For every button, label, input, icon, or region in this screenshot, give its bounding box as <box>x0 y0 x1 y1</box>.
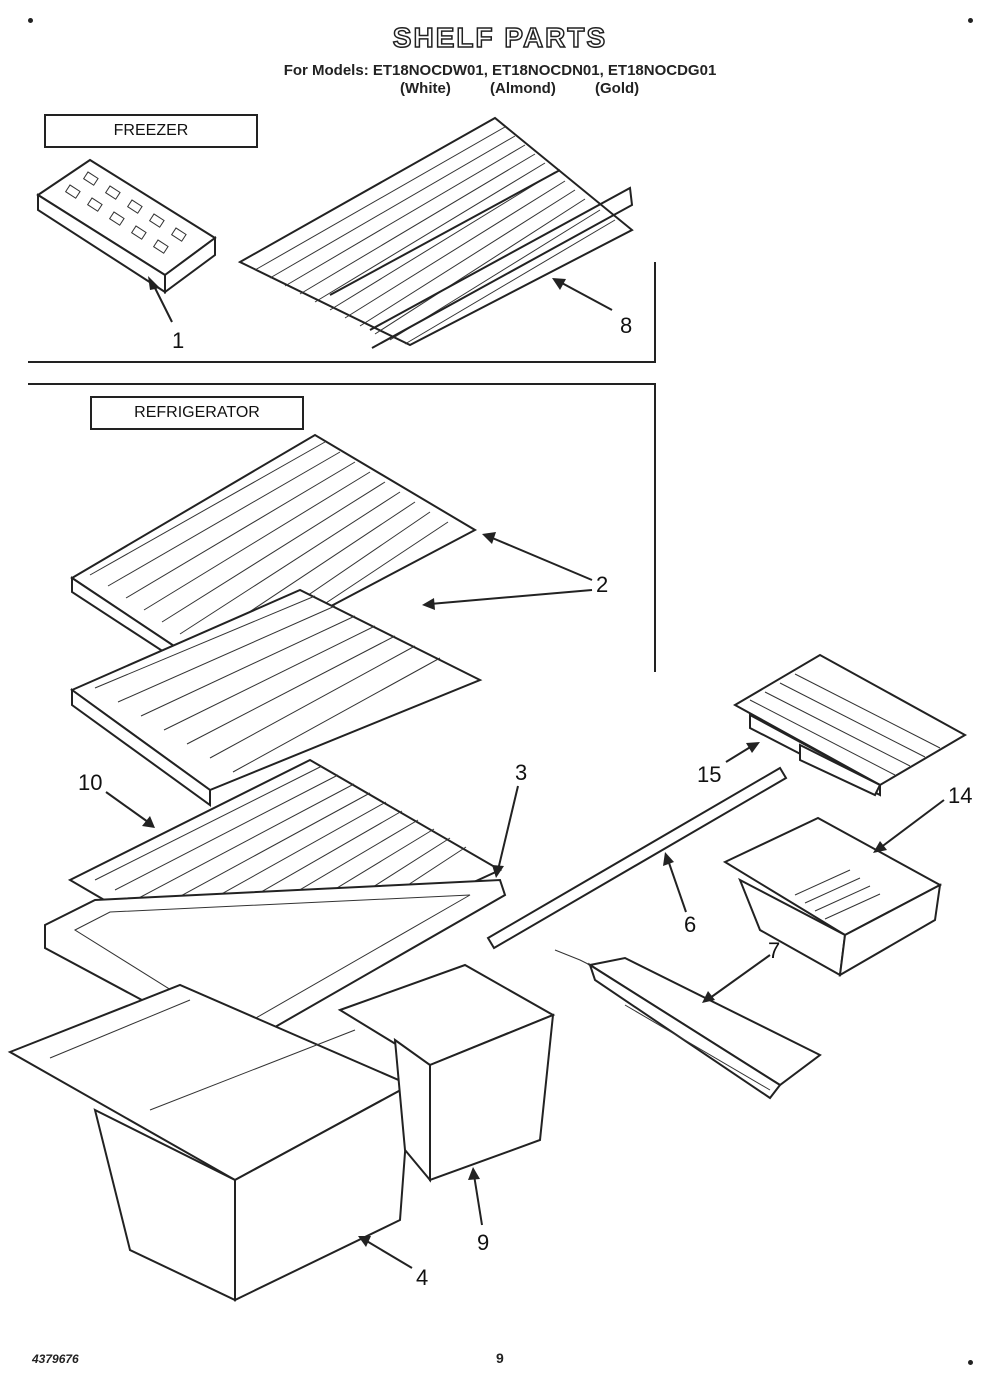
part-14-deli-drawer <box>722 816 943 977</box>
callout-10: 10 <box>78 770 103 795</box>
page-title: SHELF PARTS <box>392 21 608 54</box>
corner-mark <box>968 18 973 23</box>
callout-6: 6 <box>684 912 697 937</box>
callout-9: 9 <box>477 1230 490 1255</box>
page-number: 9 <box>496 1350 504 1366</box>
part-15-deli-tray-cover <box>732 653 968 797</box>
callout-8: 8 <box>620 313 633 338</box>
callout-14: 14 <box>948 783 973 808</box>
corner-mark <box>28 18 33 23</box>
leader-lines <box>105 276 945 1269</box>
callout-4: 4 <box>416 1265 429 1290</box>
freezer-section-label: FREEZER <box>44 114 258 148</box>
color-white: (White) <box>400 80 451 97</box>
color-almond: (Almond) <box>490 80 556 97</box>
part-2-glass-shelf-lower <box>69 588 483 807</box>
section-dividers <box>28 262 656 672</box>
refrigerator-section-label: REFRIGERATOR <box>90 396 304 430</box>
part-6-divider-rail <box>486 766 788 950</box>
callout-7: 7 <box>768 938 781 963</box>
part-7-slide-assembly <box>554 949 822 1100</box>
part-4-crisper-drawer-left <box>7 983 413 1302</box>
color-gold: (Gold) <box>595 80 640 97</box>
part-9-crisper-drawer-right <box>337 963 556 1183</box>
document-number: 4379676 <box>32 1352 79 1366</box>
corner-mark <box>968 1360 973 1365</box>
part-1-ice-tray <box>36 158 217 294</box>
callout-15: 15 <box>697 762 722 787</box>
callout-1: 1 <box>172 328 185 353</box>
callout-3: 3 <box>515 760 528 785</box>
models-line: For Models: ET18NOCDW01, ET18NOCDN01, ET… <box>283 62 717 79</box>
callout-2: 2 <box>596 572 609 597</box>
part-8-freezer-wire-shelf <box>237 116 634 349</box>
